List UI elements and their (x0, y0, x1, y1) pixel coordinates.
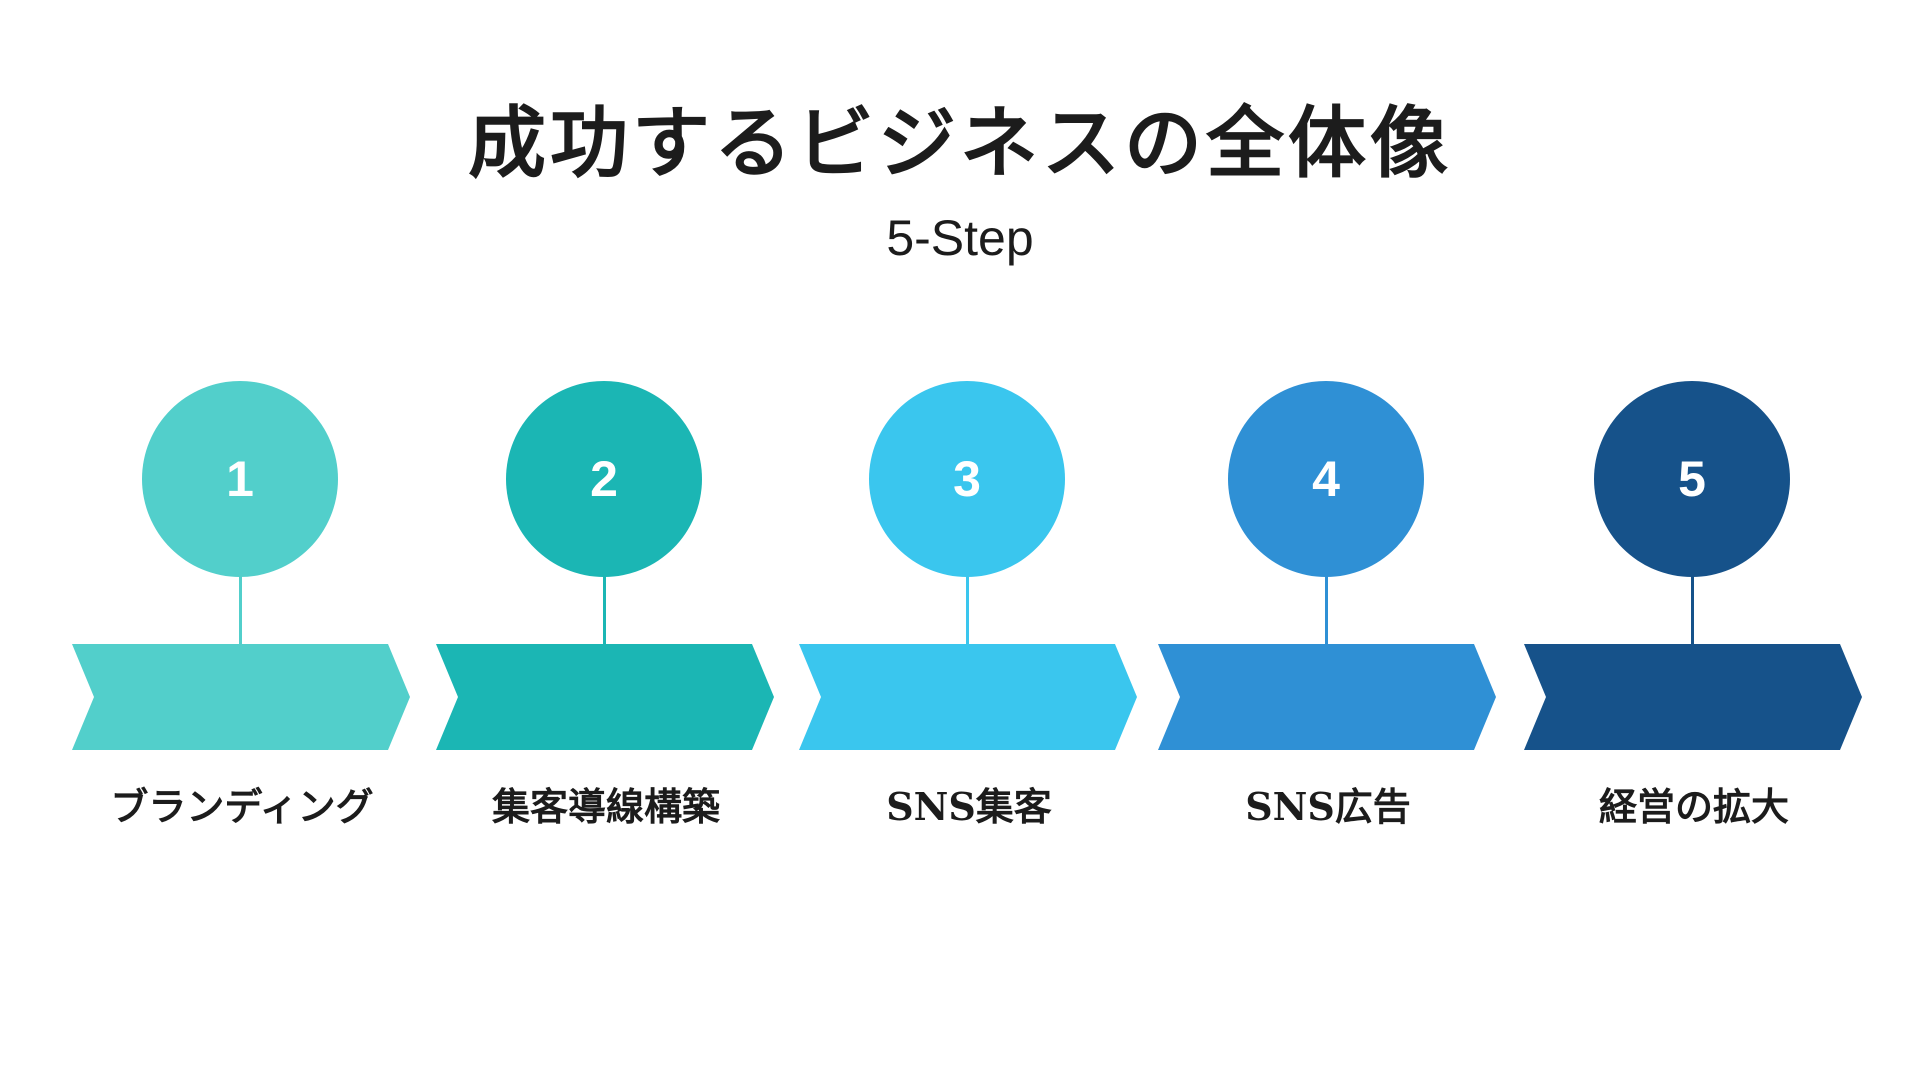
step-connector (603, 575, 606, 645)
step-connector (966, 575, 969, 645)
step-chevron-arrow (72, 644, 410, 750)
step-label: ブランディング (110, 784, 374, 829)
step-number-circle: 5 (1594, 381, 1790, 577)
step-number: 4 (1312, 451, 1340, 507)
step-connector (239, 575, 242, 645)
step-number: 1 (226, 451, 254, 507)
step-chevron-arrow (1158, 644, 1496, 750)
step-chevron-arrow (1524, 644, 1862, 750)
step-label: 集客導線構築 (491, 784, 720, 829)
step-number-circle: 3 (869, 381, 1065, 577)
step-number: 3 (953, 451, 981, 507)
step-label: SNS広告 (1245, 784, 1411, 829)
step-chevron-arrow (436, 644, 774, 750)
step-number-circle: 2 (506, 381, 702, 577)
step-connector (1691, 575, 1694, 645)
page-subtitle: 5-Step (886, 210, 1034, 266)
step-chevron-arrow (799, 644, 1137, 750)
step-number-circle: 1 (142, 381, 338, 577)
step-connector (1325, 575, 1328, 645)
step-number: 2 (590, 451, 618, 507)
step-label: 経営の拡大 (1598, 784, 1789, 829)
step-label: SNS集客 (886, 784, 1052, 829)
step-number: 5 (1678, 451, 1706, 507)
step-number-circle: 4 (1228, 381, 1424, 577)
page-title: 成功するビジネスの全体像 (467, 98, 1452, 189)
